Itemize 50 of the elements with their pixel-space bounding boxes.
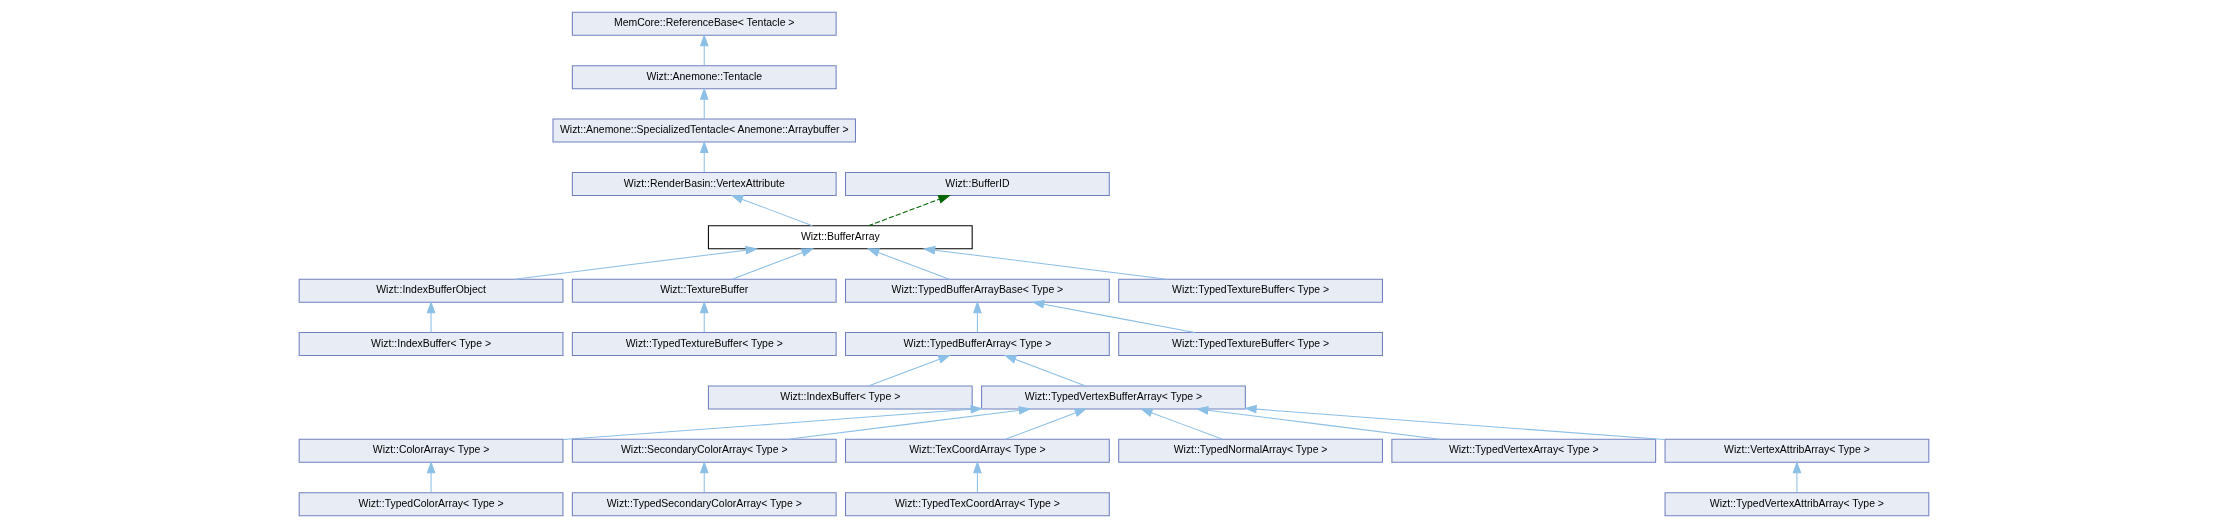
node-box: Wizt::BufferID (845, 171, 1110, 196)
node-box: Wizt::TexCoordArray< Type > (845, 438, 1110, 463)
node-box: Wizt::Anemone::Tentacle (571, 65, 837, 90)
node-box: Wizt::TypedTexCoordArray< Type > (845, 492, 1110, 517)
node-box: Wizt::BufferArray (707, 225, 973, 250)
node-box: Wizt::TypedTextureBuffer< Type > (1118, 332, 1383, 357)
node-box: Wizt::TypedNormalArray< Type > (1118, 438, 1383, 463)
arrow (699, 460, 709, 493)
arrow (973, 300, 982, 333)
arrow (867, 194, 951, 227)
node-box: Wizt::TypedColorArray< Type > (298, 492, 564, 517)
arrow (426, 300, 436, 333)
node-box: Wizt::VertexAttribArray< Type > (1664, 438, 1930, 463)
node-box: Wizt::RenderBasin::VertexAttribute (571, 171, 837, 196)
node-box: Wizt::TypedSecondaryColorArray< Type > (571, 492, 837, 517)
arrow (973, 460, 982, 493)
arrow (426, 460, 436, 493)
node-box: Wizt::TypedBufferArrayBase< Type > (845, 278, 1110, 303)
arrow (787, 406, 1032, 440)
node-box: Wizt::TypedTextureBuffer< Type > (571, 332, 837, 357)
arrow (699, 300, 709, 333)
arrow (867, 355, 951, 387)
arrow (922, 245, 1168, 280)
arrow (730, 194, 813, 227)
arrow (1195, 406, 1441, 440)
node-box: Wizt::Anemone::SpecializedTentacle< Anemone::Arraybuffer > (552, 118, 856, 143)
node-box: Wizt::TypedBufferArray< Type > (845, 332, 1110, 357)
node-box: Wizt::TypedVertexBufferArray< Type > (981, 385, 1246, 410)
node-box: Wizt::TextureBuffer (571, 278, 837, 303)
node-box: Wizt::IndexBuffer< Type > (707, 385, 973, 410)
arrow (514, 245, 759, 280)
arrow (866, 248, 950, 280)
node-box: Wizt::TypedVertexArray< Type > (1391, 438, 1657, 463)
arrow (1004, 408, 1088, 440)
node-box: Wizt::ColorArray< Type > (298, 438, 564, 463)
arrow (562, 405, 984, 441)
node-box: Wizt::IndexBuffer< Type > (298, 332, 564, 357)
node-box: Wizt::IndexBufferObject (298, 278, 564, 303)
node-box: Wizt::TypedTextureBuffer< Type > (1118, 278, 1383, 303)
arrow (1244, 404, 1666, 441)
node-box: MemCore::ReferenceBase< Tentacle > (571, 11, 837, 36)
node-box: Wizt::TypedVertexAttribArray< Type > (1664, 492, 1930, 517)
arrow (1140, 408, 1224, 440)
arrow (1792, 460, 1802, 493)
arrow (1003, 355, 1087, 387)
arrow (699, 33, 709, 66)
arrow (699, 140, 709, 173)
arrow (731, 248, 814, 280)
arrow (699, 87, 709, 120)
node-box: Wizt::SecondaryColorArray< Type > (571, 438, 837, 463)
